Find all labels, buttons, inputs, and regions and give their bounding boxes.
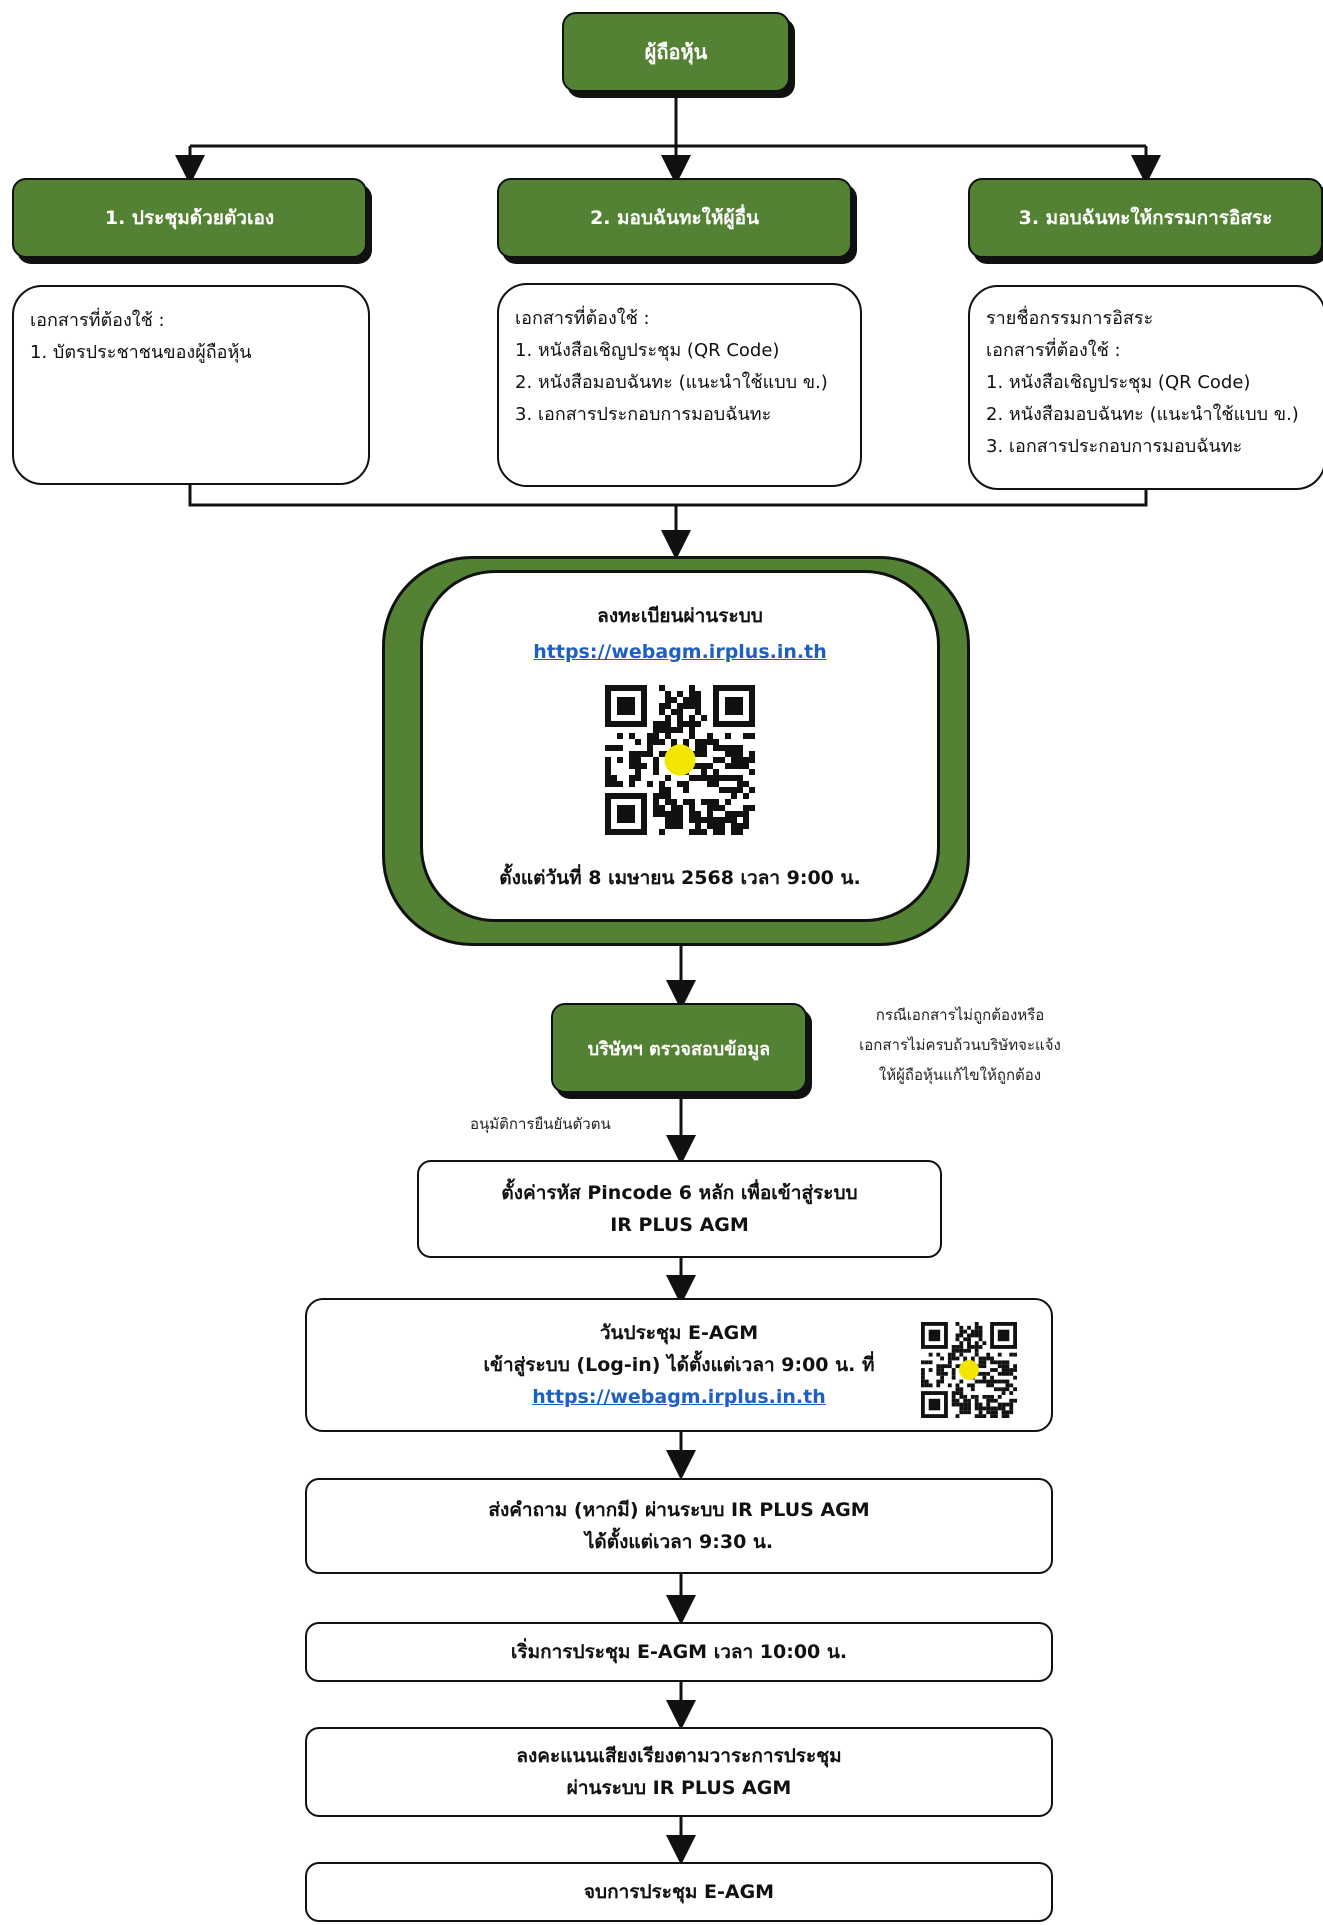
doc-line: 3. เอกสารประกอบการมอบฉันทะ [986,436,1243,457]
doc-line: 2. หนังสือมอบฉันทะ (แนะนำใช้แบบ ข.) [515,372,828,393]
registration-title: ลงทะเบียนผ่านระบบ [597,605,763,627]
step-line: เริ่มการประชุม E-AGM เวลา 10:00 น. [510,1641,848,1663]
step-line: ผ่านระบบ IR PLUS AGM [566,1777,792,1799]
shareholder-label: ผู้ถือหุ้น [644,40,708,64]
option-2-docs: เอกสารที่ต้องใช้ : 1. หนังสือเชิญประชุม … [497,283,862,487]
step-line: เข้าสู่ระบบ (Log-in) ได้ตั้งแต่เวลา 9:00… [483,1354,875,1376]
doc-line: เอกสารที่ต้องใช้ : [986,340,1121,361]
pincode-step: ตั้งค่ารหัส Pincode 6 หลัก เพื่อเข้าสู่ร… [417,1160,942,1258]
doc-line: 1. บัตรประชาชนของผู้ถือหุ้น [30,342,252,363]
doc-line: 2. หนังสือมอบฉันทะ (แนะนำใช้แบบ ข.) [986,404,1299,425]
note-line: ให้ผู้ถือหุ้นแก้ไขให้ถูกต้อง [878,1066,1042,1084]
option-3-docs: รายชื่อกรรมการอิสระ เอกสารที่ต้องใช้ : 1… [968,285,1323,490]
note-line: เอกสารไม่ครบถ้วนบริษัทจะแจ้ง [859,1036,1061,1054]
option-1-label: 1. ประชุมด้วยตัวเอง [104,207,275,229]
questions-step: ส่งคำถาม (หากมี) ผ่านระบบ IR PLUS AGM ได… [305,1478,1053,1574]
shareholder-node: ผู้ถือหุ้น [562,12,790,92]
verify-node: บริษัทฯ ตรวจสอบข้อมูล [551,1003,807,1093]
doc-line: เอกสารที่ต้องใช้ : [30,310,165,331]
option-1-docs: เอกสารที่ต้องใช้ : 1. บัตรประชาชนของผู้ถ… [12,285,370,485]
doc-line: 3. เอกสารประกอบการมอบฉันทะ [515,404,772,425]
option-3-label: 3. มอบฉันทะให้กรรมการอิสระ [1018,207,1273,229]
merge-connector [188,478,1148,507]
registration-link[interactable]: https://webagm.irplus.in.th [533,641,827,663]
registration-card: ลงทะเบียนผ่านระบบ https://webagm.irplus.… [420,570,940,922]
step-line: ตั้งค่ารหัส Pincode 6 หลัก เพื่อเข้าสู่ร… [501,1182,858,1204]
step-line: ลงคะแนนเสียงเรียงตามวาระการประชุม [516,1745,842,1767]
note-line: กรณีเอกสารไม่ถูกต้องหรือ [875,1006,1045,1024]
doc-line: รายชื่อกรรมการอิสระ [986,308,1154,329]
option-2-label: 2. มอบฉันทะให้ผู้อื่น [589,207,760,229]
doc-line: เอกสารที่ต้องใช้ : [515,308,650,329]
step-line: ส่งคำถาม (หากมี) ผ่านระบบ IR PLUS AGM [488,1499,870,1521]
option-1-header: 1. ประชุมด้วยตัวเอง [12,178,367,258]
vote-step: ลงคะแนนเสียงเรียงตามวาระการประชุม ผ่านระ… [305,1727,1053,1817]
verify-label: บริษัทฯ ตรวจสอบข้อมูล [587,1038,771,1060]
doc-line: 1. หนังสือเชิญประชุม (QR Code) [986,372,1251,393]
verify-note: กรณีเอกสารไม่ถูกต้องหรือ เอกสารไม่ครบถ้ว… [835,1000,1085,1090]
qr-code-small-icon [921,1322,1017,1418]
step-line: ได้ตั้งแต่เวลา 9:30 น. [584,1531,774,1553]
end-step: จบการประชุม E-AGM [305,1862,1053,1922]
step-line: IR PLUS AGM [610,1214,749,1236]
step-line: วันประชุม E-AGM [599,1322,759,1344]
approve-label: อนุมัติการยืนยันตัวตน [470,1115,611,1133]
step-line: จบการประชุม E-AGM [583,1881,775,1903]
doc-line: 1. หนังสือเชิญประชุม (QR Code) [515,340,780,361]
meeting-link[interactable]: https://webagm.irplus.in.th [532,1386,826,1408]
registration-date: ตั้งแต่วันที่ 8 เมษายน 2568 เวลา 9:00 น. [499,867,861,889]
option-3-header: 3. มอบฉันทะให้กรรมการอิสระ [968,178,1323,258]
qr-code-icon [605,685,755,835]
option-2-header: 2. มอบฉันทะให้ผู้อื่น [497,178,852,258]
start-step: เริ่มการประชุม E-AGM เวลา 10:00 น. [305,1622,1053,1682]
